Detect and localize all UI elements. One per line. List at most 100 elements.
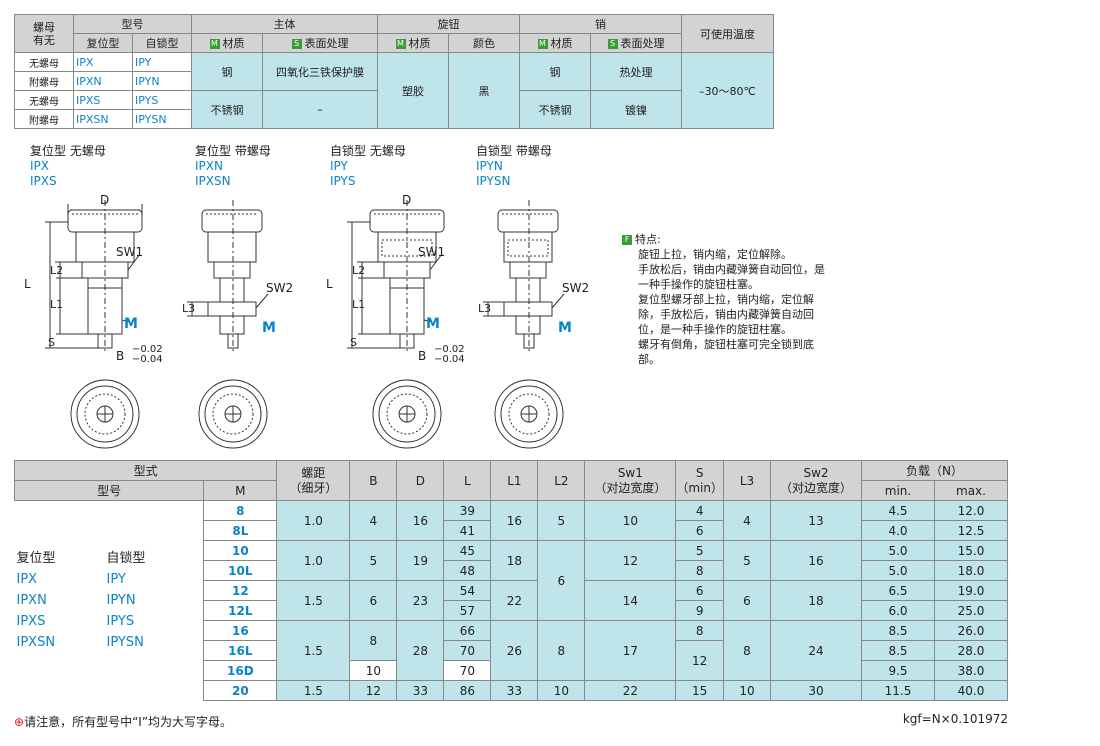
svg-text:−0.04: −0.04 bbox=[434, 354, 465, 365]
model-code: IPXS bbox=[73, 90, 133, 110]
model-code: IPY bbox=[132, 52, 192, 72]
m-cell: 16 bbox=[203, 620, 278, 641]
feature-icon: F bbox=[622, 235, 632, 245]
drawing-caption: 复位型 无螺母 IPX IPXS bbox=[30, 144, 106, 188]
model-code: IPX bbox=[73, 52, 133, 72]
s-tag-icon: S bbox=[607, 39, 618, 49]
svg-text:L: L bbox=[326, 277, 333, 291]
pin-material: 钢 bbox=[519, 52, 591, 91]
feature-line: 手放松后，销由内藏弹簧自动回位，是一种手操作的旋钮柱塞。 bbox=[638, 263, 825, 291]
pin-surface: 镀镍 bbox=[590, 90, 682, 129]
knob-material: 塑胶 bbox=[377, 52, 449, 129]
nut-cell: 无螺母 bbox=[14, 52, 74, 72]
svg-text:M: M bbox=[262, 320, 276, 336]
body-material: 不锈钢 bbox=[191, 90, 263, 129]
model-code: IPXN bbox=[73, 71, 133, 91]
svg-text:D: D bbox=[100, 193, 109, 207]
m-cell: 8 bbox=[203, 500, 278, 521]
drawing-caption: 自锁型 带螺母 IPYN IPYSN bbox=[476, 144, 552, 188]
header-m: M bbox=[203, 480, 278, 501]
header-knob: 旋钮 bbox=[377, 14, 520, 34]
nut-cell: 附螺母 bbox=[14, 109, 74, 129]
model-code: IPYN bbox=[132, 71, 192, 91]
svg-text:SW1: SW1 bbox=[116, 245, 143, 259]
svg-text:D: D bbox=[402, 193, 411, 207]
header-s: S（min） bbox=[675, 460, 724, 501]
header-l3: L3 bbox=[723, 460, 771, 501]
svg-text:L3: L3 bbox=[478, 302, 491, 315]
spec-table: 型式 螺距（细牙） B D L L1 L2 Sw1（对边宽度） S（min） L… bbox=[13, 460, 1008, 701]
knob-color: 黑 bbox=[448, 52, 520, 129]
header-style: 型式 bbox=[13, 460, 278, 481]
header-reset: 复位型 bbox=[73, 33, 133, 53]
svg-text:−0.02: −0.02 bbox=[434, 344, 465, 355]
svg-text:L1: L1 bbox=[50, 298, 63, 311]
pin-surface: 热处理 bbox=[590, 52, 682, 91]
svg-text:L2: L2 bbox=[50, 264, 63, 277]
feature-line: 螺牙有倒角，旋钮柱塞可完全锁到底部。 bbox=[638, 338, 814, 366]
svg-text:SW1: SW1 bbox=[418, 245, 445, 259]
footnote: ⊕请注意，所有型号中“I”均为大写字母。 bbox=[14, 715, 233, 729]
svg-text:S: S bbox=[350, 336, 357, 349]
model-code: IPXSN bbox=[73, 109, 133, 129]
header-sw2: Sw2（对边宽度） bbox=[770, 460, 862, 501]
body-surface: – bbox=[262, 90, 378, 129]
m-tag-icon: M bbox=[537, 39, 548, 49]
plunger-drawing-ipyn: L3 SW2 M bbox=[478, 200, 589, 449]
header-load: 负载（N） bbox=[861, 460, 1008, 481]
features-title: 特点: bbox=[635, 233, 661, 246]
svg-text:B: B bbox=[116, 349, 124, 363]
plunger-drawing-ipx: D L L2 L1 S SW1 M B −0.02 −0.04 bbox=[24, 193, 163, 449]
svg-text:L: L bbox=[24, 277, 31, 291]
m-cell: 12L bbox=[203, 600, 278, 621]
svg-text:M: M bbox=[426, 316, 440, 332]
header-body: 主体 bbox=[191, 14, 378, 34]
body-surface: 四氧化三铁保护膜 bbox=[262, 52, 378, 91]
m-cell: 16L bbox=[203, 640, 278, 661]
model-code: IPYSN bbox=[132, 109, 192, 129]
feature-line: 复位型螺牙部上拉，销内缩，定位解除，手放松后，销由内藏弹簧自动回位，是一种手操作… bbox=[638, 293, 814, 336]
m-cell: 20 bbox=[203, 680, 278, 701]
header-b: B bbox=[349, 460, 398, 501]
drawing-caption: 自锁型 无螺母 IPY IPYS bbox=[330, 144, 406, 188]
header-max: max. bbox=[934, 480, 1008, 501]
temp-value: –30～80℃ bbox=[681, 52, 774, 129]
m-cell: 16D bbox=[203, 660, 278, 681]
m-cell: 12 bbox=[203, 580, 278, 601]
svg-text:SW2: SW2 bbox=[266, 281, 293, 295]
model-code: IPYS bbox=[132, 90, 192, 110]
svg-text:SW2: SW2 bbox=[562, 281, 589, 295]
header-pin: 销 bbox=[519, 14, 682, 34]
m-cell: 10 bbox=[203, 540, 278, 561]
header-l: L bbox=[443, 460, 492, 501]
header-l2: L2 bbox=[537, 460, 586, 501]
header-min: min. bbox=[861, 480, 935, 501]
svg-text:L1: L1 bbox=[352, 298, 365, 311]
nut-cell: 附螺母 bbox=[14, 71, 74, 91]
pin-material: 不锈钢 bbox=[519, 90, 591, 129]
svg-text:L3: L3 bbox=[182, 302, 195, 315]
svg-text:L2: L2 bbox=[352, 264, 365, 277]
header-model: 型号 bbox=[73, 14, 192, 34]
header-temp: 可使用温度 bbox=[681, 14, 774, 53]
svg-text:−0.02: −0.02 bbox=[132, 344, 163, 355]
svg-text:S: S bbox=[48, 336, 55, 349]
svg-text:M: M bbox=[558, 320, 572, 336]
warning-icon: ⊕ bbox=[14, 715, 25, 729]
svg-text:M: M bbox=[124, 316, 138, 332]
nut-cell: 无螺母 bbox=[14, 90, 74, 110]
m-tag-icon: M bbox=[395, 39, 406, 49]
model-list: 复位型 IPX IPXN IPXS IPXSN 自锁型 IPY IPYN IPY… bbox=[14, 500, 205, 701]
body-material: 钢 bbox=[191, 52, 263, 91]
svg-text:B: B bbox=[418, 349, 426, 363]
m-tag-icon: M bbox=[209, 39, 220, 49]
header-l1: L1 bbox=[490, 460, 539, 501]
header-pitch: 螺距（细牙） bbox=[276, 460, 351, 501]
header-nut: 螺母 有无 bbox=[14, 14, 74, 53]
